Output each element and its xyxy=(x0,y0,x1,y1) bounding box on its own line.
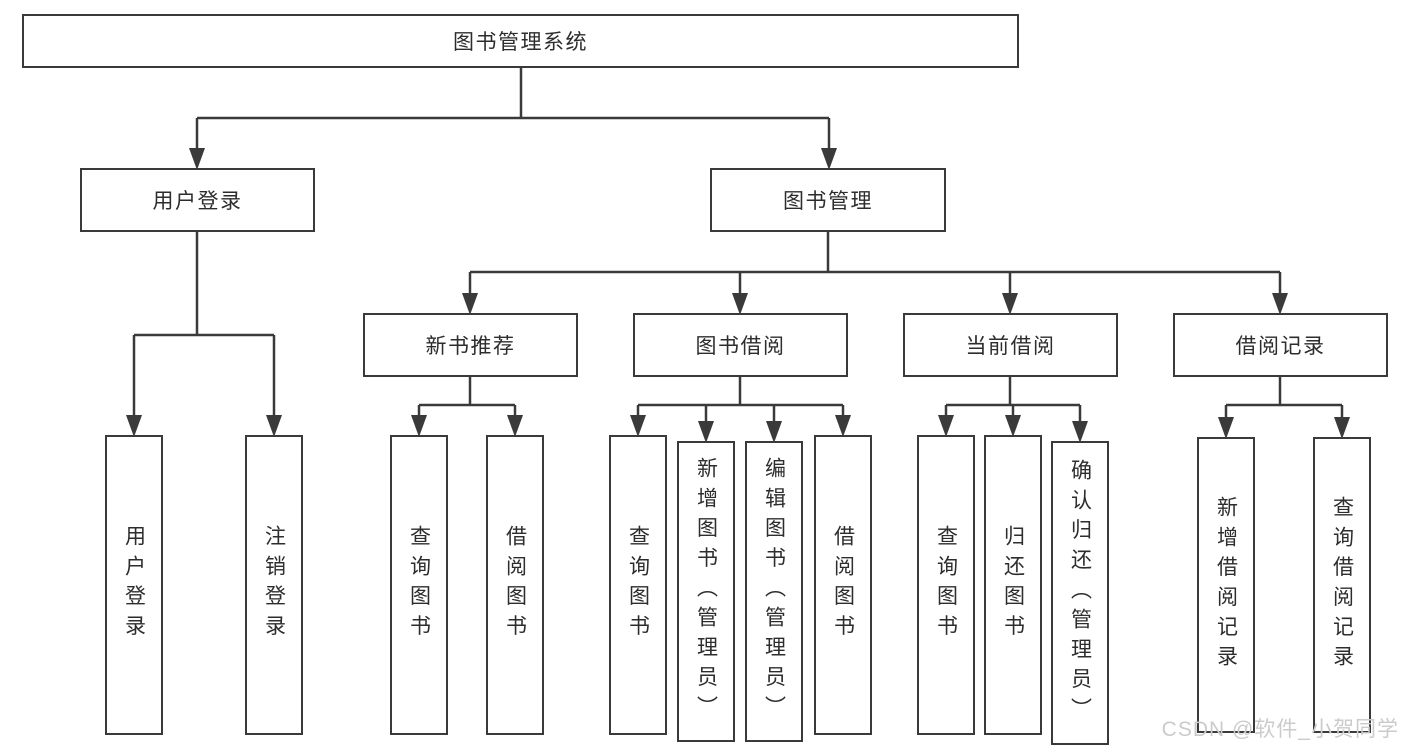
leaf-borrow-books: 借阅图书 xyxy=(486,435,544,735)
leaf-label: 新增借阅记录 xyxy=(1214,495,1238,675)
leaf-logout: 注销登录 xyxy=(245,435,303,735)
leaf-label: 归还图书 xyxy=(1001,525,1025,645)
leaf-label: 查询图书 xyxy=(407,525,431,645)
leaf-label: 查询借阅记录 xyxy=(1330,495,1354,675)
leaf-return-books: 归还图书 xyxy=(984,435,1042,735)
leaf-user-login: 用户登录 xyxy=(105,435,163,735)
leaf-label: 查询图书 xyxy=(626,525,650,645)
leaf-label: 确认归还（管理员） xyxy=(1068,458,1092,728)
leaf-query-books: 查询图书 xyxy=(609,435,667,735)
node-label: 新书推荐 xyxy=(425,335,516,358)
node-label: 图书管理系统 xyxy=(453,31,588,54)
leaf-query-books: 查询图书 xyxy=(917,435,975,735)
leaf-label: 用户登录 xyxy=(122,525,146,645)
node-current-borrow: 当前借阅 xyxy=(903,313,1118,377)
leaf-edit-books-admin: 编辑图书（管理员） xyxy=(745,441,803,742)
leaf-label: 新增图书（管理员） xyxy=(694,457,718,726)
arrowheads xyxy=(126,148,1350,443)
node-label: 当前借阅 xyxy=(965,335,1056,358)
leaf-label: 注销登录 xyxy=(262,525,286,645)
node-user-login: 用户登录 xyxy=(80,168,315,232)
leaf-label: 借阅图书 xyxy=(503,525,527,645)
leaf-label: 查询图书 xyxy=(934,525,958,645)
leaf-label: 编辑图书（管理员） xyxy=(762,457,786,726)
leaf-label: 借阅图书 xyxy=(831,525,855,645)
node-new-book-recommend: 新书推荐 xyxy=(363,313,578,377)
leaf-borrow-books: 借阅图书 xyxy=(814,435,872,735)
node-library-management-system: 图书管理系统 xyxy=(22,14,1019,68)
node-label: 图书管理 xyxy=(783,190,873,213)
node-label: 用户登录 xyxy=(152,190,243,213)
leaf-add-books-admin: 新增图书（管理员） xyxy=(677,441,735,742)
csdn-watermark: CSDN @软件_小贺同学 xyxy=(1161,718,1399,741)
leaf-confirm-return-admin: 确认归还（管理员） xyxy=(1051,441,1109,745)
node-book-management: 图书管理 xyxy=(710,168,946,232)
leaf-query-books: 查询图书 xyxy=(390,435,448,735)
node-book-borrow: 图书借阅 xyxy=(633,313,848,377)
node-borrow-records: 借阅记录 xyxy=(1173,313,1388,377)
node-label: 图书借阅 xyxy=(695,335,786,358)
node-label: 借阅记录 xyxy=(1235,335,1326,358)
leaf-query-borrow-record: 查询借阅记录 xyxy=(1313,437,1371,733)
leaf-add-borrow-record: 新增借阅记录 xyxy=(1197,437,1255,733)
tree-edges xyxy=(132,68,1344,433)
